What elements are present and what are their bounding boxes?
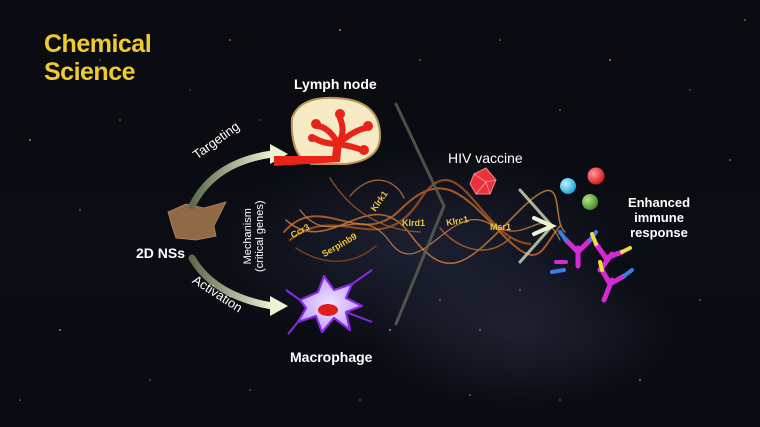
activation-arrow [188, 254, 288, 316]
mechanism-line1: Mechanism [242, 208, 254, 265]
hiv-vaccine-icon [469, 167, 497, 195]
gene-label-klrd1: Klrd1 [402, 218, 426, 228]
mechanism-label: Mechanism (critical genes) [242, 200, 266, 272]
enhanced-response-label: Enhanced immune response [614, 195, 704, 240]
nanosheet-icon [167, 201, 227, 241]
journal-logo-line1: Chemical [44, 30, 152, 58]
antibody-icon [550, 230, 634, 303]
enhanced-line1: Enhanced [627, 195, 691, 210]
lymph-node-label: Lymph node [294, 76, 377, 92]
macrophage-label: Macrophage [290, 349, 373, 365]
macrophage-icon [285, 269, 373, 335]
enhanced-line3: response [630, 225, 688, 240]
gene-label-msr1: Msr1 [490, 222, 512, 232]
enhanced-line2: immune [634, 210, 684, 225]
hiv-vaccine-label: HIV vaccine [448, 150, 523, 166]
antigen-spheres-icon [560, 167, 605, 210]
mechanism-line2: (critical genes) [254, 200, 266, 272]
chevron-arrows [394, 102, 557, 326]
journal-logo: Chemical Science [44, 30, 152, 86]
journal-logo-line2: Science [44, 58, 136, 86]
nanosheets-label: 2D NSs [136, 245, 186, 261]
starfield [19, 19, 746, 401]
lymph-node-icon [274, 96, 382, 166]
gene-network [283, 177, 566, 265]
